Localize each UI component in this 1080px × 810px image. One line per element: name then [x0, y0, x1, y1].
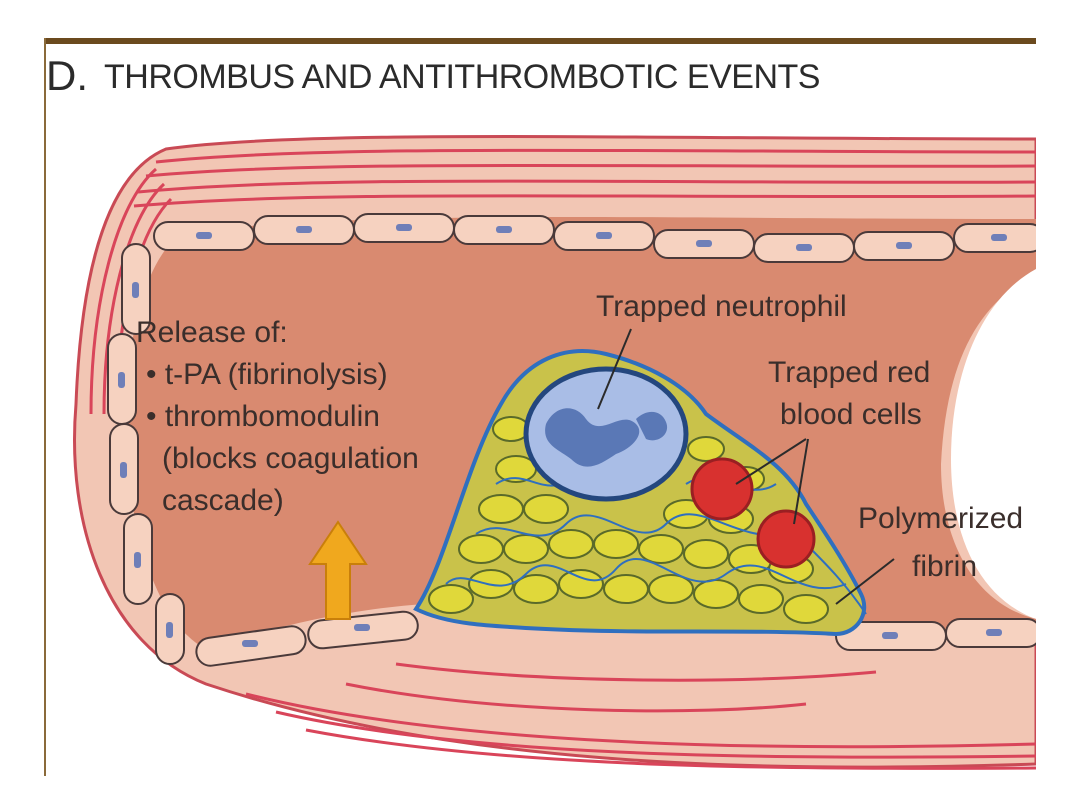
- pointer-lines: [597, 328, 895, 605]
- wall-stripes-bottom: [245, 662, 1036, 770]
- frame-left-rule: [44, 38, 46, 776]
- wall-stripes-top: [133, 148, 1036, 208]
- bullet-thrombomodulin-detail-2: cascade): [162, 484, 284, 517]
- vessel-opening: [951, 269, 1036, 619]
- bullet-tpa: • t-PA (fibrinolysis): [146, 358, 388, 391]
- release-arrow-icon: [308, 520, 368, 620]
- diagram-title: THROMBUS AND ANTITHROMBOTIC EVENTS: [104, 58, 820, 96]
- label-trapped-rbc-line2: blood cells: [780, 398, 922, 431]
- release-heading: Release of:: [136, 316, 288, 349]
- bullet-thrombomodulin-detail-1: (blocks coagulation: [162, 442, 419, 475]
- label-trapped-rbc-line1: Trapped red: [768, 356, 931, 389]
- title-frame-bar: [44, 38, 1036, 44]
- vessel-diagram: [73, 135, 1036, 770]
- label-trapped-neutrophil: Trapped neutrophil: [596, 290, 847, 323]
- neutrophil: [523, 366, 689, 502]
- endothelium-top-nuclei: [196, 224, 1007, 251]
- platelets: [428, 416, 829, 624]
- panel-letter: D.: [46, 52, 88, 99]
- label-fibrin-line2: fibrin: [912, 550, 978, 583]
- bullet-thrombomodulin: • thrombomodulin: [146, 400, 380, 433]
- label-fibrin-line1: Polymerized: [858, 502, 1024, 535]
- red-blood-cells: [690, 457, 816, 569]
- endothelium-bottom-nuclei: [242, 624, 1002, 647]
- endothelium-left-nuclei: [118, 282, 173, 638]
